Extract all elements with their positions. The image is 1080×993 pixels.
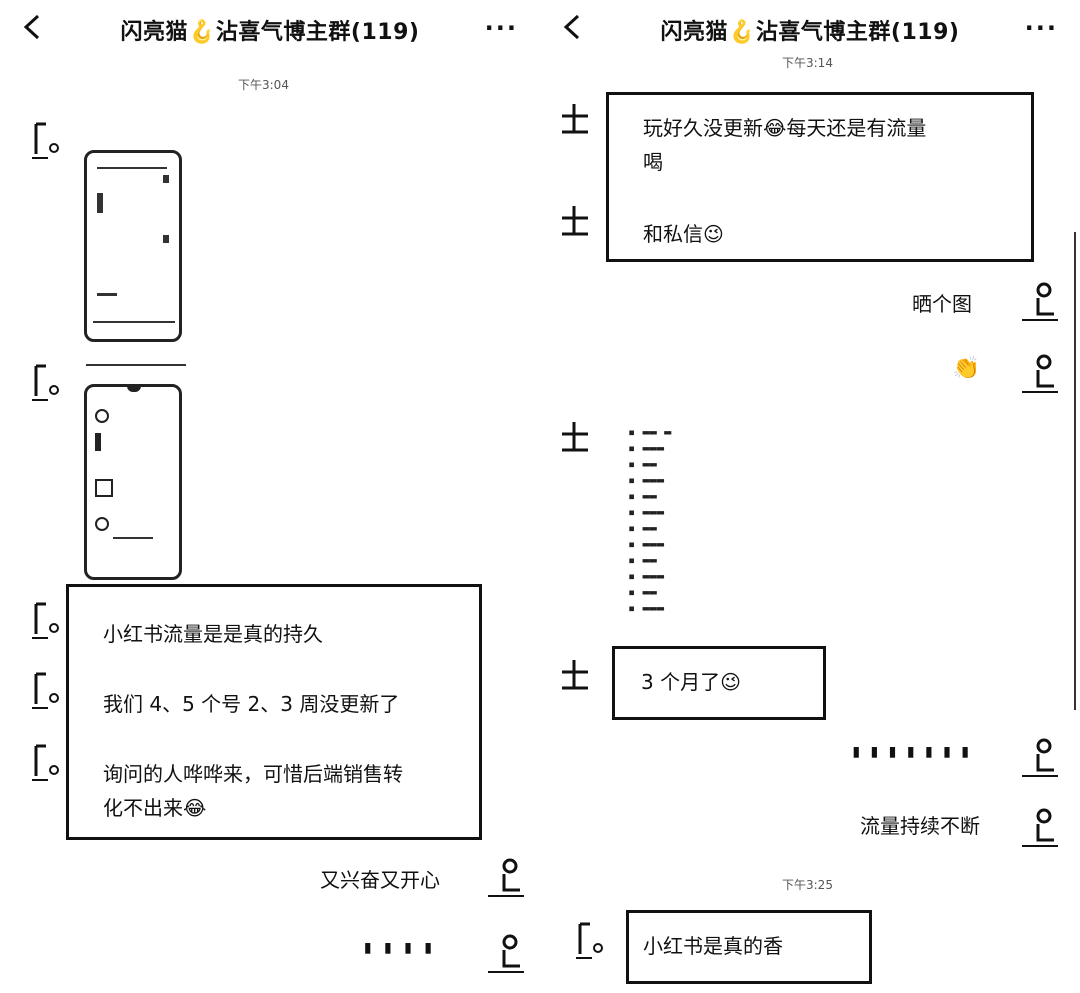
message-text: 玩好久没更新😂每天还是有流量: [643, 116, 927, 140]
my-avatar[interactable]: [484, 856, 528, 900]
avatar[interactable]: [558, 96, 598, 140]
message-text: 询问的人哗哗来，可惜后端销售转: [103, 762, 403, 786]
message-bubble[interactable]: 小红书是真的香: [626, 910, 872, 984]
message-text: 化不出来😂: [103, 796, 207, 820]
message-bubble[interactable]: 小红书流量是是真的持久 我们 4、5 个号 2、3 周没更新了 询问的人哗哗来，…: [66, 584, 482, 840]
more-options-icon[interactable]: ···: [1024, 14, 1058, 42]
message-text: 小红书流量是是真的持久: [103, 622, 323, 646]
avatar[interactable]: [558, 198, 598, 242]
chat-header: 闪亮猫🪝沾喜气博主群(119) ···: [0, 0, 540, 56]
back-arrow-icon[interactable]: [558, 12, 588, 42]
message-text: 和私信😉: [643, 222, 724, 246]
avatar[interactable]: [558, 414, 598, 458]
chat-panel-right: 闪亮猫🪝沾喜气博主群(119) ··· 下午3:14 玩好久没更新😂每天还是有流…: [540, 0, 1080, 993]
avatar[interactable]: [28, 740, 68, 784]
timestamp: 下午3:14: [782, 56, 833, 70]
message-text: 小红书是真的香: [643, 934, 783, 958]
avatar[interactable]: [28, 668, 68, 712]
my-message-text[interactable]: 晒个图: [912, 292, 972, 316]
my-avatar[interactable]: [1018, 352, 1062, 396]
timestamp: 下午3:04: [238, 78, 289, 92]
avatar[interactable]: [558, 652, 598, 696]
my-avatar[interactable]: [1018, 806, 1062, 850]
divider: [86, 364, 186, 366]
timestamp: 下午3:25: [782, 878, 833, 892]
shared-image-phone-2[interactable]: [84, 384, 182, 580]
avatar[interactable]: [28, 360, 68, 404]
message-text: 我们 4、5 个号 2、3 周没更新了: [103, 692, 400, 716]
my-avatar[interactable]: [484, 932, 528, 976]
chat-title: 闪亮猫🪝沾喜气博主群(119): [120, 20, 420, 45]
scrollbar[interactable]: [1074, 232, 1080, 710]
my-avatar[interactable]: [1018, 280, 1062, 324]
chat-title: 闪亮猫🪝沾喜气博主群(119): [660, 20, 960, 45]
more-options-icon[interactable]: ···: [484, 14, 518, 42]
shared-image-list[interactable]: ▪ ▬▬ ▬ ▪ ▬▬▬ ▪ ▬▬ ▪ ▬▬▬ ▪ ▬▬ ▪ ▬▬▬ ▪ ▬▬ …: [628, 425, 672, 615]
avatar[interactable]: [572, 918, 612, 962]
chat-header: 闪亮猫🪝沾喜气博主群(119) ···: [540, 0, 1080, 56]
avatar[interactable]: [28, 598, 68, 642]
my-avatar[interactable]: [1018, 736, 1062, 780]
message-text: 喝: [643, 150, 663, 174]
my-message-text[interactable]: ▮ ▮ ▮ ▮: [363, 940, 436, 956]
my-message-text[interactable]: ▮ ▮ ▮ ▮ ▮ ▮ ▮: [852, 744, 972, 760]
shared-image-phone-1[interactable]: [84, 150, 182, 342]
my-message-text[interactable]: 又兴奋又开心: [320, 868, 440, 892]
my-message-text[interactable]: 流量持续不断: [860, 814, 980, 838]
back-arrow-icon[interactable]: [18, 12, 48, 42]
message-text: 3 个月了😉: [641, 670, 741, 694]
message-bubble[interactable]: 3 个月了😉: [612, 646, 826, 720]
chat-panel-left: 闪亮猫🪝沾喜气博主群(119) ··· 下午3:04 小红书流量是是真的持久 我…: [0, 0, 540, 976]
message-bubble[interactable]: 玩好久没更新😂每天还是有流量 喝 和私信😉: [606, 92, 1034, 262]
my-message-emoji[interactable]: 👏: [952, 356, 980, 381]
avatar[interactable]: [28, 118, 68, 162]
